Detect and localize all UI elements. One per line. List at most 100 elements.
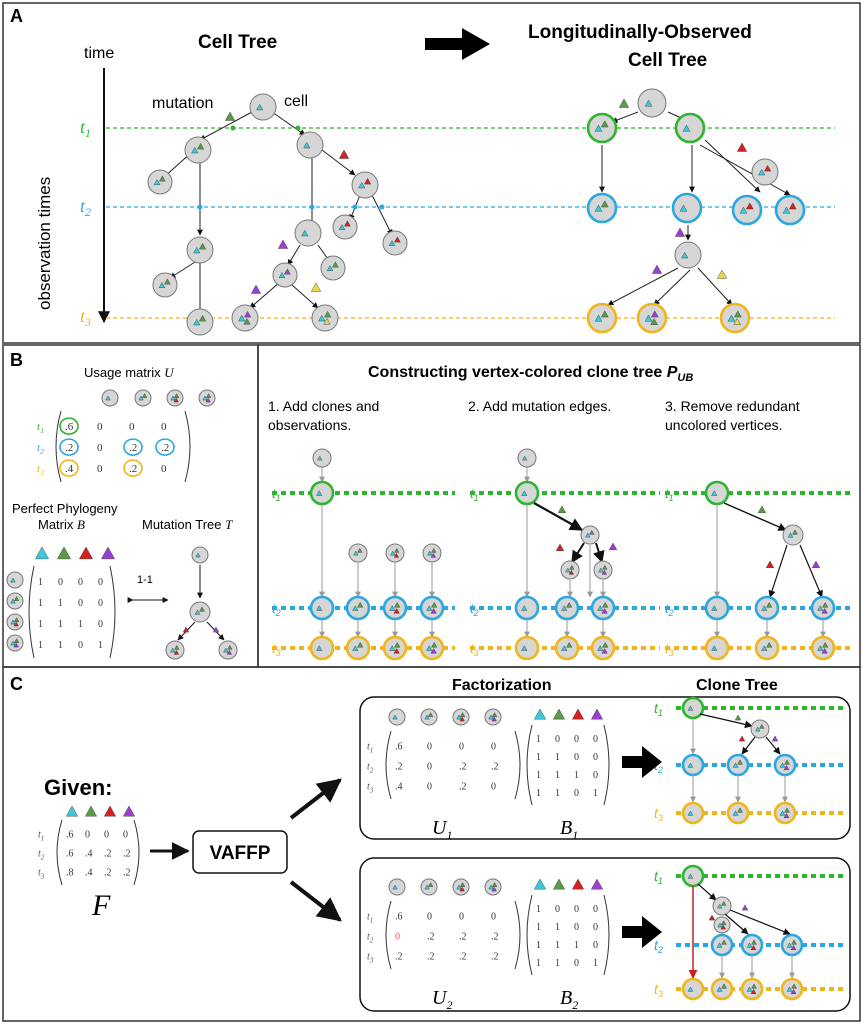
- u-bracket-right: [514, 730, 521, 800]
- usage-row-label: t2: [37, 442, 44, 456]
- u-value: .2: [459, 761, 467, 772]
- cell-node: [382, 595, 408, 621]
- tree-edge: [799, 544, 823, 598]
- u-value: .2: [427, 951, 435, 962]
- cell-mutation-icon: [326, 265, 334, 271]
- cell-mutation-icon: [456, 884, 462, 890]
- cell-node: [704, 480, 730, 506]
- pp-value: 0: [58, 577, 63, 588]
- cell-mutation-icon: [746, 986, 753, 992]
- cell-mutation-icon: [597, 645, 604, 651]
- u-bracket-left: [385, 900, 392, 970]
- cell-mutation-icon: [459, 712, 466, 717]
- cell-mutation-icon: [424, 884, 430, 890]
- observation-dot: [379, 204, 385, 210]
- b-value: 0: [593, 752, 598, 763]
- pp-value: 1: [98, 640, 103, 651]
- cell-mutation-icon: [585, 532, 591, 538]
- longitudinal-title-l2: Cell Tree: [628, 50, 707, 71]
- cell-node: [704, 635, 730, 661]
- f-value: 0: [104, 830, 109, 841]
- mutation-icon: [250, 284, 262, 294]
- cell-mutation-icon: [193, 246, 201, 254]
- cell-mutation-icon: [721, 983, 727, 989]
- cell-node: [810, 595, 836, 621]
- cell-node: [704, 595, 730, 621]
- cell-mutation-icon: [170, 395, 176, 401]
- b-value: 1: [574, 770, 579, 781]
- clone-icon: [388, 708, 406, 726]
- time-label: t1: [470, 486, 479, 503]
- cell-node: [590, 595, 616, 621]
- f-value: 0: [123, 830, 128, 841]
- cell-mutation-icon: [194, 609, 201, 615]
- mutation-icon: [310, 282, 322, 292]
- cell-node: [681, 753, 705, 777]
- cell-mutation-icon: [682, 124, 691, 132]
- f-bracket-right: [133, 819, 140, 886]
- cell-mutation-icon: [711, 645, 718, 651]
- time-label: t3: [654, 981, 663, 999]
- cell-mutation-icon: [739, 206, 748, 214]
- cell-mutation-icon: [352, 605, 359, 611]
- clone-icon: [484, 708, 502, 726]
- cell-mutation-icon: [491, 712, 498, 717]
- panel-c-label: C: [10, 674, 23, 694]
- usage-value: .6: [65, 421, 74, 433]
- pp-value: 1: [58, 619, 63, 630]
- cell-mutation-icon: [601, 648, 608, 654]
- mutation-icon: [741, 904, 749, 911]
- b-value: 1: [536, 734, 541, 745]
- f-value: .6: [66, 830, 74, 841]
- mutation-icon: [734, 714, 742, 721]
- cell-mutation-icon: [566, 601, 573, 608]
- cell-mutation-icon: [687, 873, 694, 879]
- cell-mutation-icon: [344, 220, 351, 227]
- f-value: .2: [123, 849, 131, 860]
- cell-mutation-icon: [565, 567, 571, 573]
- cell-mutation-icon: [601, 120, 609, 128]
- cell-mutation-icon: [792, 529, 798, 535]
- cell-node: [184, 136, 212, 164]
- cell-node: [218, 640, 238, 660]
- usage-value: .2: [65, 442, 73, 454]
- cell-mutation-icon: [568, 569, 574, 575]
- cell-node: [351, 171, 379, 199]
- cell-mutation-icon: [727, 314, 736, 322]
- cell-node: [674, 112, 706, 144]
- time-label: t1: [665, 486, 674, 503]
- cell-node: [332, 214, 358, 240]
- cell-mutation-icon: [687, 810, 694, 816]
- cell-mutation-icon: [197, 142, 205, 150]
- b-value: 1: [536, 770, 541, 781]
- cell-node: [780, 933, 804, 957]
- cell-node: [810, 635, 836, 661]
- arrow-vaffp-down: [289, 880, 342, 922]
- u-value: .2: [395, 761, 403, 772]
- vaffp-label: VAFFP: [210, 843, 271, 864]
- cell-mutation-icon: [644, 99, 653, 107]
- cell-mutation-icon: [651, 310, 659, 318]
- solution-1-box: [359, 696, 851, 840]
- usage-ring: [59, 459, 79, 477]
- cell-node: [782, 524, 804, 546]
- observation-dot: [197, 204, 203, 210]
- b-value: 1: [555, 752, 560, 763]
- cell-mutation-icon: [431, 641, 438, 648]
- cell-node: [586, 112, 618, 144]
- u-value: 0: [427, 741, 432, 752]
- step1-l1: 1. Add clones and: [268, 398, 379, 414]
- cell-mutation-icon: [173, 393, 180, 398]
- cell-mutation-icon: [159, 175, 166, 182]
- mutation-header-icon: [103, 805, 117, 817]
- given-label: Given:: [44, 775, 112, 800]
- clone-icon: [6, 613, 24, 631]
- cell-node: [554, 635, 580, 661]
- b-value: 1: [536, 958, 541, 969]
- cell-mutation-icon: [737, 759, 743, 765]
- pp-bracket-right: [109, 565, 116, 659]
- tree-edge: [533, 502, 584, 531]
- cell-node: [382, 635, 408, 661]
